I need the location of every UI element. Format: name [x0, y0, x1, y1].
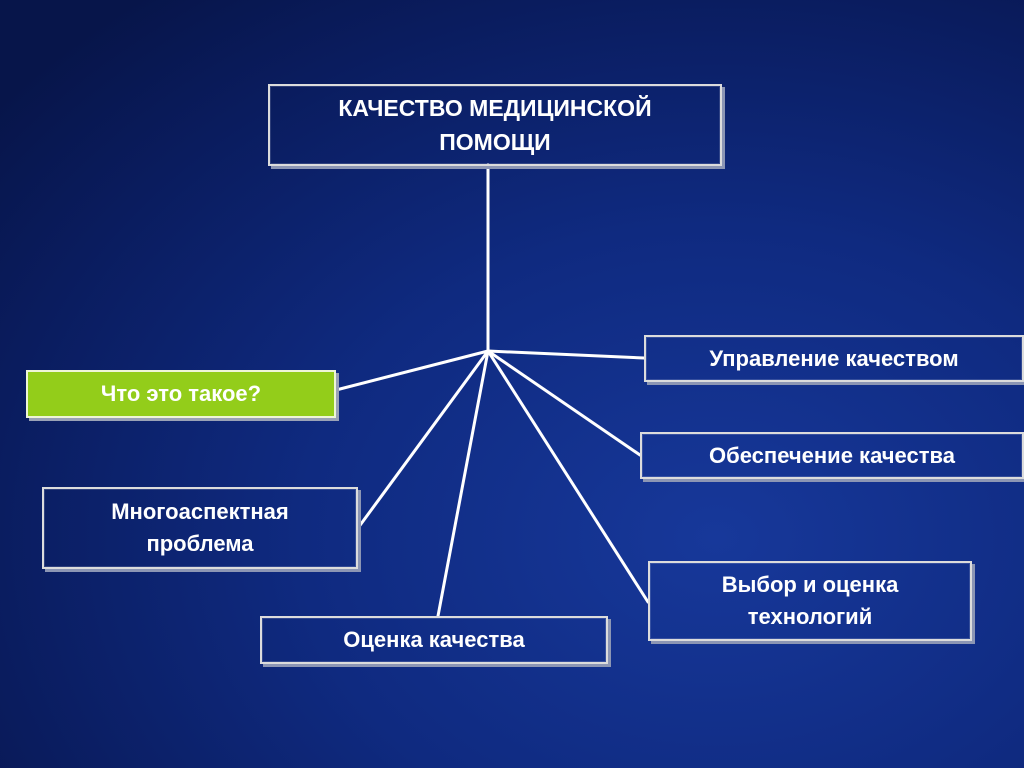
node-quality-assessment: Оценка качества	[260, 616, 608, 664]
node-quality-assurance: Обеспечение качества	[640, 432, 1024, 479]
connector-management	[486, 349, 646, 360]
connector-assurance	[486, 349, 642, 457]
root-node-label: КАЧЕСТВО МЕДИЦИНСКОЙ ПОМОЩИ	[338, 94, 652, 156]
node-what-is-it-label: Что это такое?	[100, 381, 262, 407]
node-assurance-label: Обеспечение качества	[709, 442, 955, 468]
node-management-label: Управление качеством	[709, 345, 959, 371]
node-tech-selection-label: Выбор и оценка технологий	[721, 572, 899, 629]
connector-multi-aspect	[356, 349, 490, 530]
connector-assessment	[436, 349, 490, 618]
node-assessment-label: Оценка качества	[343, 627, 525, 653]
connector-tech-selection	[486, 349, 650, 604]
node-what-is-it[interactable]: Что это такое?	[26, 370, 336, 418]
node-quality-management: Управление качеством	[644, 335, 1024, 382]
root-node-medical-care-quality: КАЧЕСТВО МЕДИЦИНСКОЙ ПОМОЩИ	[268, 84, 722, 166]
connector-what-is-it	[334, 349, 490, 392]
node-technology-selection: Выбор и оценка технологий	[648, 561, 972, 641]
node-multi-aspect-problem: Многоаспектная проблема	[42, 487, 358, 569]
node-multi-aspect-label: Многоаспектная проблема	[111, 499, 289, 556]
